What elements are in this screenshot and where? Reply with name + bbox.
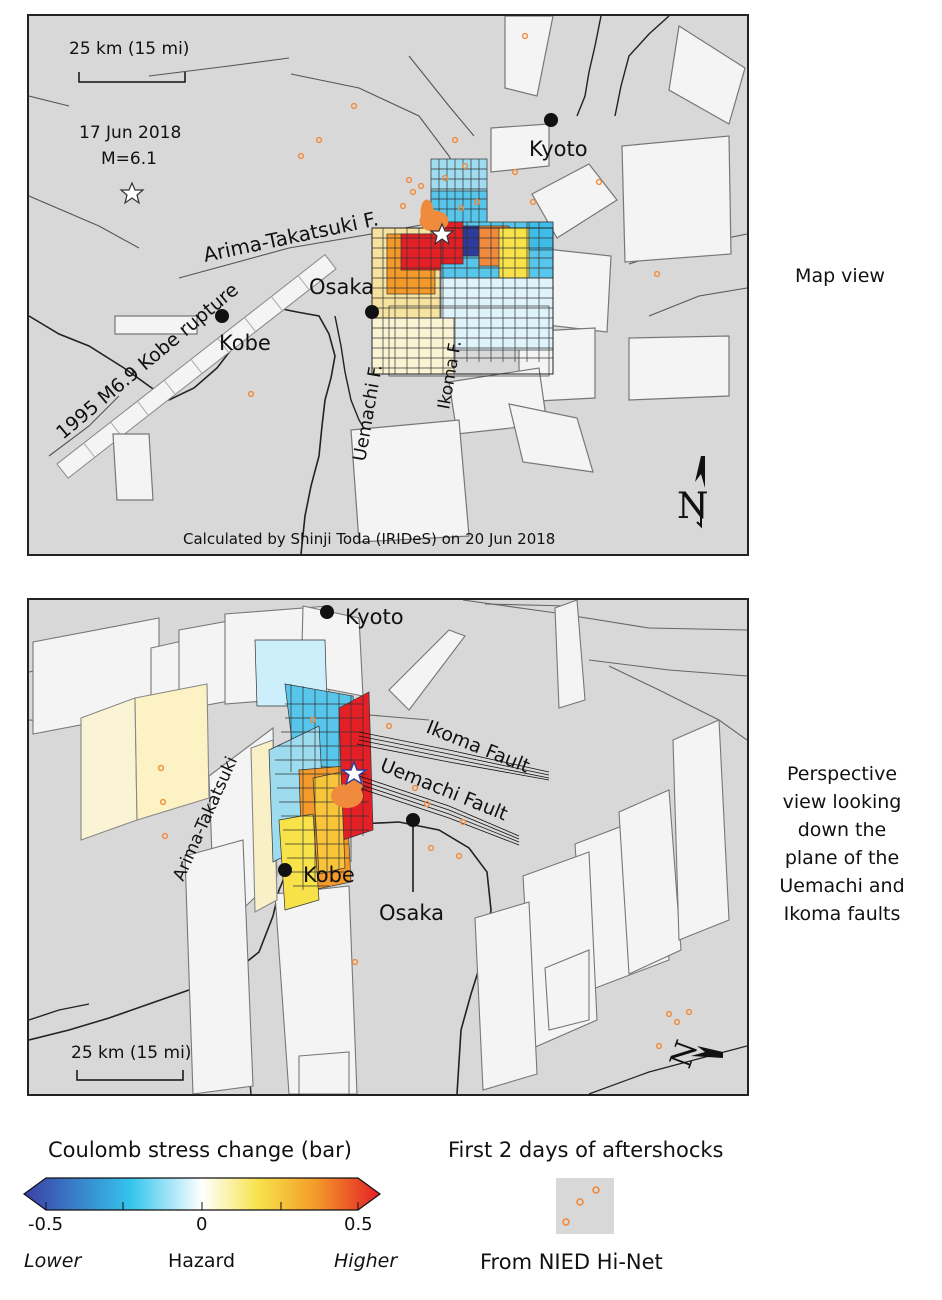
event-date: 17 Jun 2018 (79, 123, 181, 143)
aftershock-legend-title: First 2 days of aftershocks (448, 1138, 724, 1162)
perspective-view-panel: Kyoto Osaka Kobe Ikoma Fault Uemachi Fau… (27, 598, 749, 1096)
kyoto-label: Kyoto (529, 137, 588, 161)
persp-coastline-3 (588, 1045, 747, 1094)
map-scale-label: 25 km (15 mi) (69, 39, 189, 59)
kobe-rupture-band (56, 253, 337, 479)
aftershock-swatch (556, 1178, 614, 1234)
kobe-marker (215, 309, 229, 323)
map-view-label: Map view (795, 265, 885, 287)
persp-label-line-4: plane of the (784, 847, 900, 869)
map-view-panel: Kyoto Osaka Kobe Arima-Takatsuki F. 1995… (27, 14, 749, 556)
persp-fault-panels (32, 600, 730, 1094)
osaka-label: Osaka (309, 275, 374, 299)
legend-lower: Lower (24, 1250, 82, 1272)
coulomb-legend-title: Coulomb stress change (bar) (48, 1138, 352, 1162)
map-view-canvas: Kyoto Osaka Kobe Arima-Takatsuki F. 1995… (29, 16, 747, 554)
uemachi-ikoma-bands (356, 731, 550, 846)
north-arrow-icon (695, 456, 705, 529)
persp-scale-bar (76, 1070, 184, 1081)
osaka-marker (365, 305, 379, 319)
mainshock-star (429, 222, 455, 246)
persp-label-line-3: down the (797, 819, 887, 841)
persp-yellow-panels (80, 683, 278, 913)
persp-label-line-6: Ikoma faults (783, 903, 901, 925)
persp-kobe-marker (278, 863, 292, 877)
persp-ikoma-label: Ikoma Fault (423, 716, 533, 777)
coastline-ne (614, 16, 670, 117)
aftershock-source: From NIED Hi-Net (480, 1250, 663, 1274)
persp-kyoto-label: Kyoto (345, 605, 404, 629)
tick-min: -0.5 (28, 1214, 64, 1235)
tick-max: 0.5 (344, 1214, 373, 1235)
persp-aftershock-points (157, 716, 693, 1050)
persp-kobe-label: Kobe (303, 863, 355, 887)
persp-label-line-1: Perspective (786, 763, 898, 785)
event-magnitude: M=6.1 (101, 149, 157, 169)
perspective-view-label: Perspective view looking down the plane … (768, 760, 916, 928)
fault-panels (112, 16, 746, 543)
legend-higher: Higher (334, 1250, 398, 1272)
legend-hazard: Hazard (168, 1250, 236, 1272)
persp-scale-label: 25 km (15 mi) (71, 1043, 191, 1063)
event-star-icon (119, 181, 145, 205)
map-credit: Calculated by Shinji Toda (IRIDeS) on 20… (183, 530, 555, 548)
coastline-north (576, 16, 602, 117)
persp-north-label: N (664, 1036, 706, 1073)
persp-north-arrow-icon (691, 1046, 723, 1058)
persp-uemachi-label: Uemachi Fault (377, 754, 511, 825)
persp-mainshock-star (339, 760, 369, 786)
perspective-view-canvas: Kyoto Osaka Kobe Ikoma Fault Uemachi Fau… (29, 600, 747, 1094)
colorbar (22, 1177, 382, 1211)
persp-osaka-label: Osaka (379, 901, 444, 925)
aftershock-swatch-icon (562, 1186, 600, 1226)
kobe-label: Kobe (219, 331, 271, 355)
coastline (29, 307, 336, 554)
map-north-label: N (677, 486, 709, 527)
persp-kyoto-marker (320, 605, 334, 619)
map-scale-bar (78, 72, 186, 83)
persp-label-line-5: Uemachi and (779, 875, 905, 897)
colorbar-ticks (45, 1202, 359, 1210)
tick-zero: 0 (196, 1214, 208, 1235)
aftershock-points (247, 32, 661, 398)
coulomb-stress-grid (371, 158, 554, 377)
coastline-inner (334, 315, 366, 431)
persp-label-line-2: view looking (782, 791, 902, 813)
kyoto-marker (544, 113, 558, 127)
